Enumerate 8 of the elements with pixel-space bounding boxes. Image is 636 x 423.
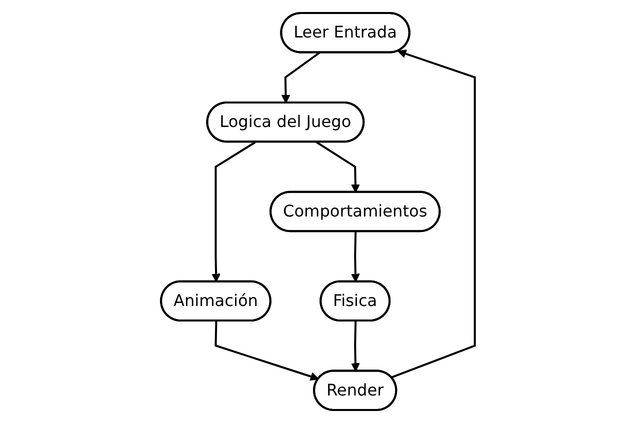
flowchart-drawing: Leer Entrada Logica del Juego Comportamientos Animación Fisica Render <box>153 5 483 418</box>
arrow <box>391 50 476 378</box>
arrow <box>351 232 360 282</box>
arrow <box>316 141 360 193</box>
arrow <box>351 321 360 372</box>
arrow <box>212 141 256 282</box>
arrow <box>214 321 320 381</box>
arrow <box>281 52 320 104</box>
